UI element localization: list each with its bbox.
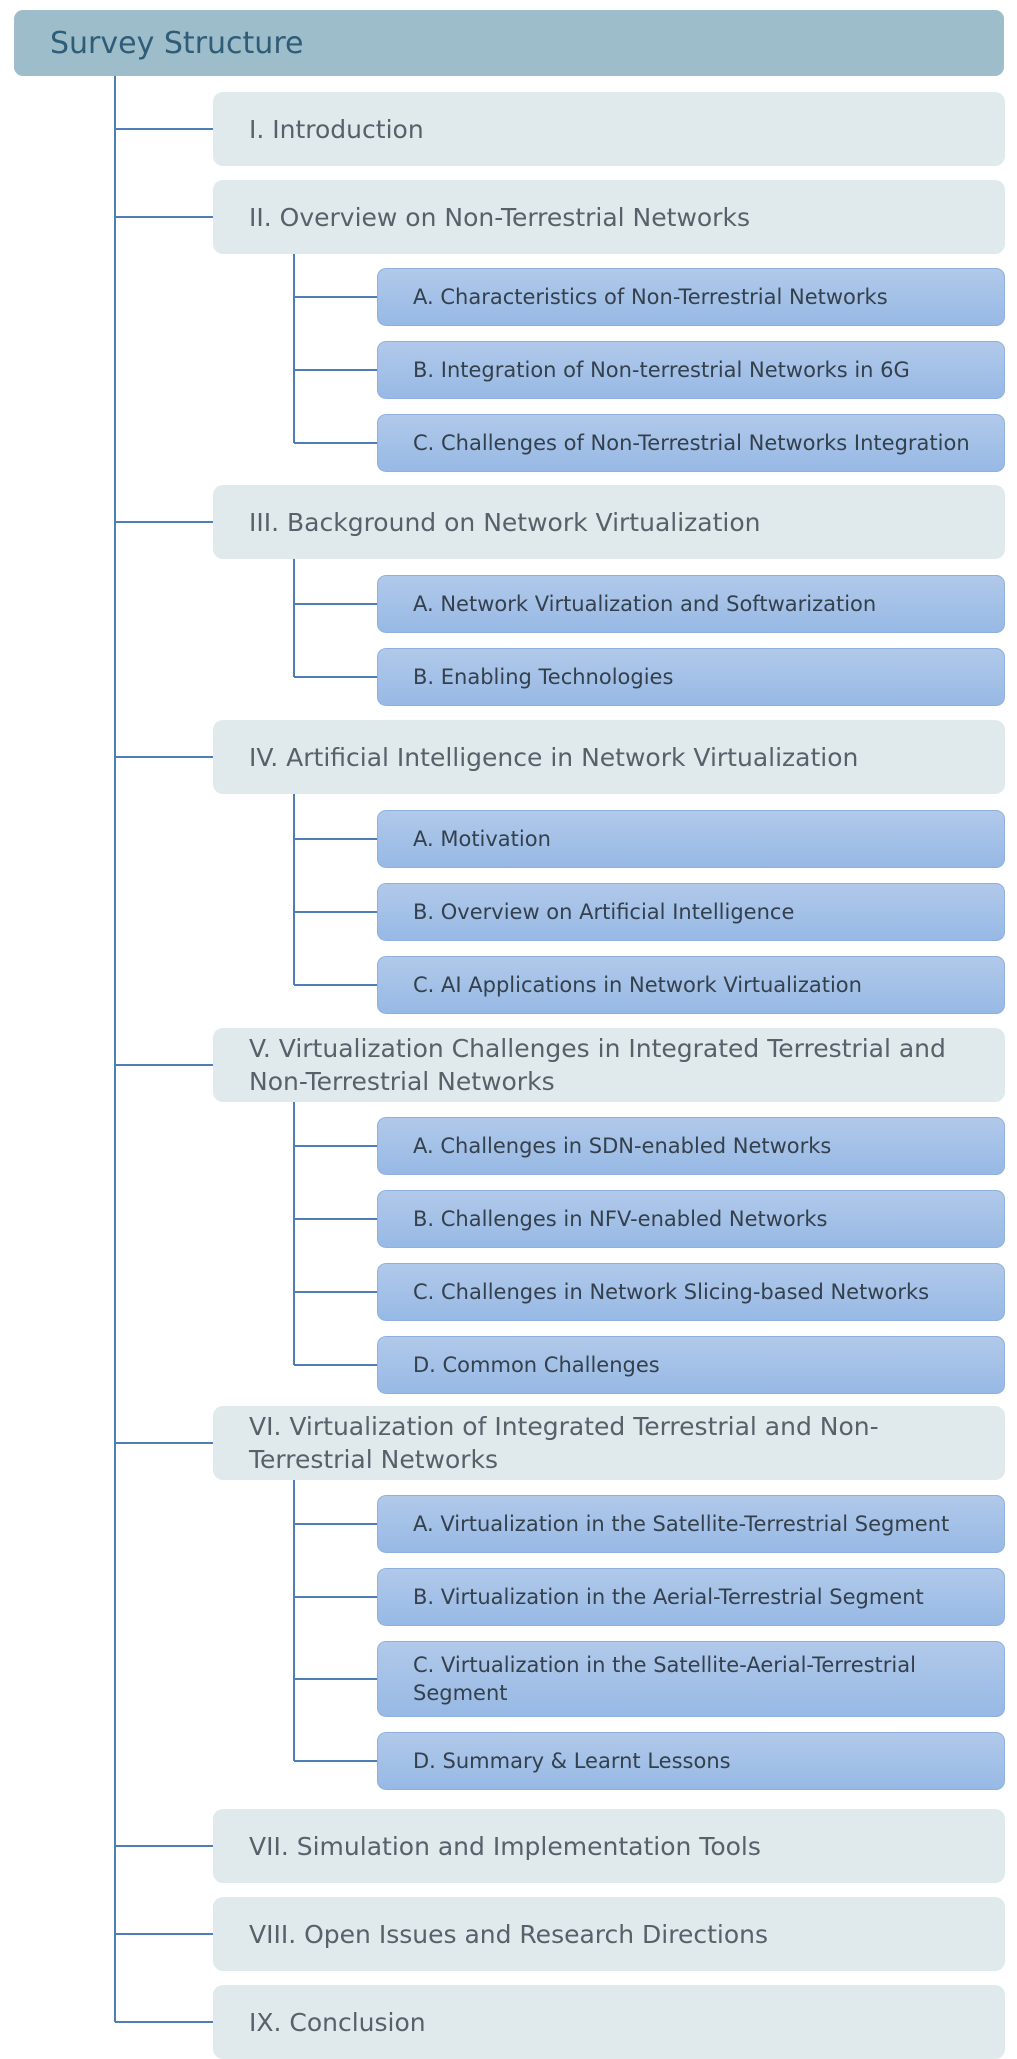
subsection-box: C. Virtualization in the Satellite-Aeria…: [377, 1641, 1005, 1717]
section-box: IX. Conclusion: [213, 1985, 1005, 2059]
subsection-box: B. Virtualization in the Aerial-Terrestr…: [377, 1568, 1005, 1626]
subsection-label: A. Network Virtualization and Softwariza…: [413, 592, 877, 616]
section-label: II. Overview on Non-Terrestrial Networks: [249, 202, 750, 232]
subsection-box: C. AI Applications in Network Virtualiza…: [377, 956, 1005, 1014]
section-label: I. Introduction: [249, 114, 424, 144]
root-title: Survey Structure: [14, 10, 1004, 76]
section-label: III. Background on Network Virtualizatio…: [249, 507, 761, 537]
subsection-label: B. Overview on Artificial Intelligence: [413, 900, 795, 924]
subsection-label: B. Integration of Non-terrestrial Networ…: [413, 358, 910, 382]
subsection-label: B. Challenges in NFV-enabled Networks: [413, 1207, 828, 1231]
subsection-label: C. Virtualization in the Satellite-Aeria…: [413, 1653, 916, 1705]
section-box: VI. Virtualization of Integrated Terrest…: [213, 1406, 1005, 1480]
section-box: IV. Artificial Intelligence in Network V…: [213, 720, 1005, 794]
subsection-label: B. Virtualization in the Aerial-Terrestr…: [413, 1585, 924, 1609]
subsection-box: A. Motivation: [377, 810, 1005, 868]
subsection-label: B. Enabling Technologies: [413, 665, 674, 689]
subsection-label: C. Challenges of Non-Terrestrial Network…: [413, 431, 970, 455]
section-label: VIII. Open Issues and Research Direction…: [249, 1919, 769, 1949]
subsection-box: C. Challenges in Network Slicing-based N…: [377, 1263, 1005, 1321]
section-box: VII. Simulation and Implementation Tools: [213, 1809, 1005, 1883]
subsection-label: D. Summary & Learnt Lessons: [413, 1749, 731, 1773]
section-box: VIII. Open Issues and Research Direction…: [213, 1897, 1005, 1971]
section-label: IV. Artificial Intelligence in Network V…: [249, 742, 859, 772]
section-box: II. Overview on Non-Terrestrial Networks: [213, 180, 1005, 254]
section-box: III. Background on Network Virtualizatio…: [213, 485, 1005, 559]
subsection-box: A. Characteristics of Non-Terrestrial Ne…: [377, 268, 1005, 326]
subsection-label: A. Virtualization in the Satellite-Terre…: [413, 1512, 950, 1536]
subsection-label: A. Challenges in SDN-enabled Networks: [413, 1134, 832, 1158]
section-label: VII. Simulation and Implementation Tools: [249, 1831, 761, 1861]
subsection-box: B. Integration of Non-terrestrial Networ…: [377, 341, 1005, 399]
subsection-box: B. Enabling Technologies: [377, 648, 1005, 706]
subsection-label: D. Common Challenges: [413, 1353, 660, 1377]
section-label: VI. Virtualization of Integrated Terrest…: [249, 1412, 879, 1474]
subsection-label: C. AI Applications in Network Virtualiza…: [413, 973, 862, 997]
subsection-label: C. Challenges in Network Slicing-based N…: [413, 1280, 930, 1304]
subsection-box: B. Overview on Artificial Intelligence: [377, 883, 1005, 941]
section-box: V. Virtualization Challenges in Integrat…: [213, 1028, 1005, 1102]
subsection-box: D. Summary & Learnt Lessons: [377, 1732, 1005, 1790]
subsection-box: C. Challenges of Non-Terrestrial Network…: [377, 414, 1005, 472]
subsection-box: A. Network Virtualization and Softwariza…: [377, 575, 1005, 633]
subsection-box: B. Challenges in NFV-enabled Networks: [377, 1190, 1005, 1248]
section-box: I. Introduction: [213, 92, 1005, 166]
section-label: IX. Conclusion: [249, 2007, 426, 2037]
subsection-box: A. Virtualization in the Satellite-Terre…: [377, 1495, 1005, 1553]
section-label: V. Virtualization Challenges in Integrat…: [249, 1034, 946, 1096]
subsection-label: A. Motivation: [413, 827, 551, 851]
subsection-box: D. Common Challenges: [377, 1336, 1005, 1394]
subsection-label: A. Characteristics of Non-Terrestrial Ne…: [413, 285, 888, 309]
subsection-box: A. Challenges in SDN-enabled Networks: [377, 1117, 1005, 1175]
